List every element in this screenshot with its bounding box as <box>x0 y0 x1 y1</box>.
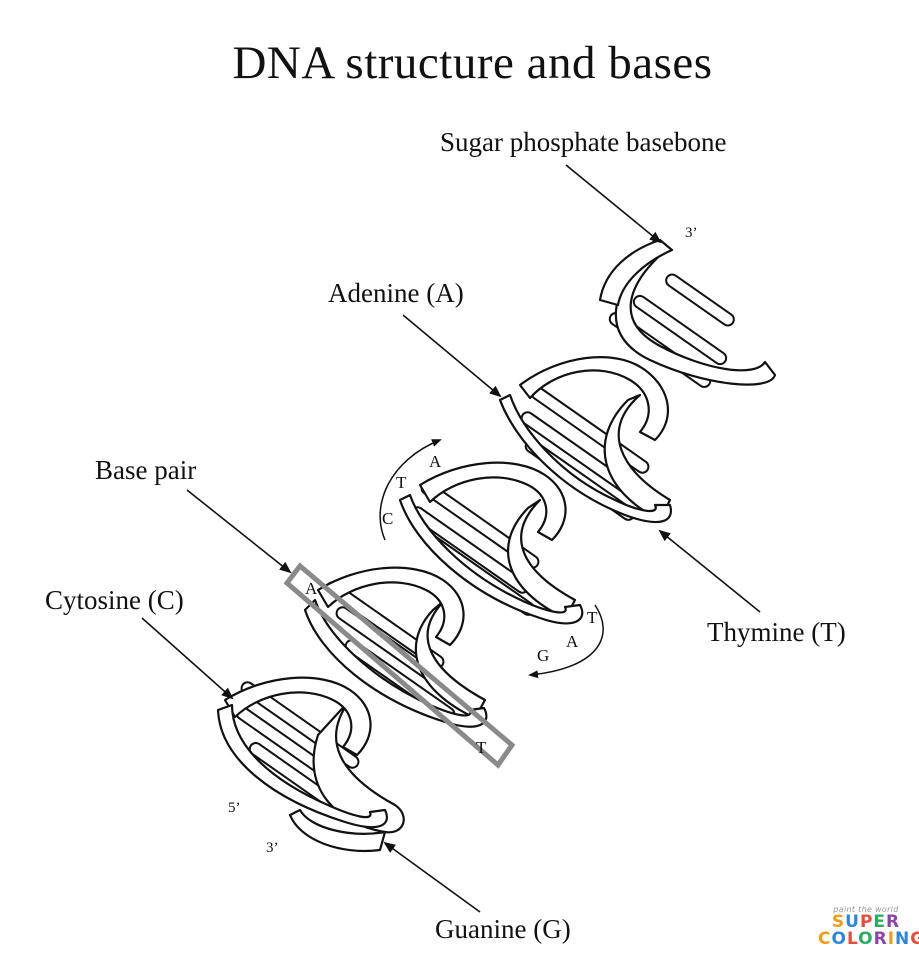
logo-tagline: paint the world <box>833 905 899 914</box>
label-cytosine: Cytosine (C) <box>45 585 184 615</box>
label-base-pair: Base pair <box>95 455 197 485</box>
logo-line-super: SUPER <box>818 914 914 931</box>
logo-letter: O <box>831 929 847 949</box>
thymine-leader-arrow <box>658 529 761 613</box>
label-guanine: Guanine (G) <box>435 914 571 944</box>
upper-seq-letter-1: C <box>382 509 393 528</box>
backbone-strand-back <box>312 238 777 834</box>
lower-sequence-arc <box>528 604 604 679</box>
logo-letter: U <box>845 912 860 932</box>
end-label-5prime: 5’ <box>228 800 241 816</box>
logo-letter: G <box>910 929 919 949</box>
end-label-3prime-top: 3’ <box>685 225 698 241</box>
lower-seq-letter-1: T <box>587 608 598 627</box>
upper-sequence-arc <box>379 439 442 541</box>
super-coloring-logo: paint the world SUPER COLORING <box>818 905 919 961</box>
diagram-title: DNA structure and bases <box>232 37 713 89</box>
base-pair-leader-arrow <box>186 489 292 574</box>
logo-letter: C <box>818 929 832 949</box>
label-backbone: Sugar phosphate basebone <box>440 127 727 157</box>
logo-letter: S <box>831 912 846 932</box>
base-pair-highlight <box>283 562 516 769</box>
lower-seq-letter-3: G <box>537 646 549 665</box>
logo-letter: R <box>886 912 901 932</box>
backbone-strand-front <box>216 238 674 852</box>
base-pair-letter-a: A <box>305 579 318 598</box>
backbone-leader-arrow <box>565 164 662 244</box>
adenine-leader-arrow <box>402 314 502 398</box>
guanine-leader-arrow <box>383 841 481 913</box>
cytosine-leader-arrow <box>141 617 234 700</box>
logo-line-coloring: COLORING <box>818 929 919 949</box>
label-adenine: Adenine (A) <box>328 278 464 308</box>
lower-seq-letter-2: A <box>566 632 579 651</box>
logo-letter: E <box>873 912 887 932</box>
logo-letter: P <box>859 912 874 932</box>
logo-letter: N <box>895 929 911 949</box>
logo-letter: L <box>846 929 859 949</box>
end-label-3prime-bottom: 3’ <box>266 840 279 856</box>
label-thymine: Thymine (T) <box>707 617 846 647</box>
logo-letter: O <box>858 929 874 949</box>
base-pair-letter-t: T <box>476 738 487 757</box>
upper-seq-letter-3: A <box>429 452 442 471</box>
logo-letter: I <box>887 929 896 949</box>
logo-letter: R <box>873 929 888 949</box>
upper-seq-letter-2: T <box>396 473 407 492</box>
